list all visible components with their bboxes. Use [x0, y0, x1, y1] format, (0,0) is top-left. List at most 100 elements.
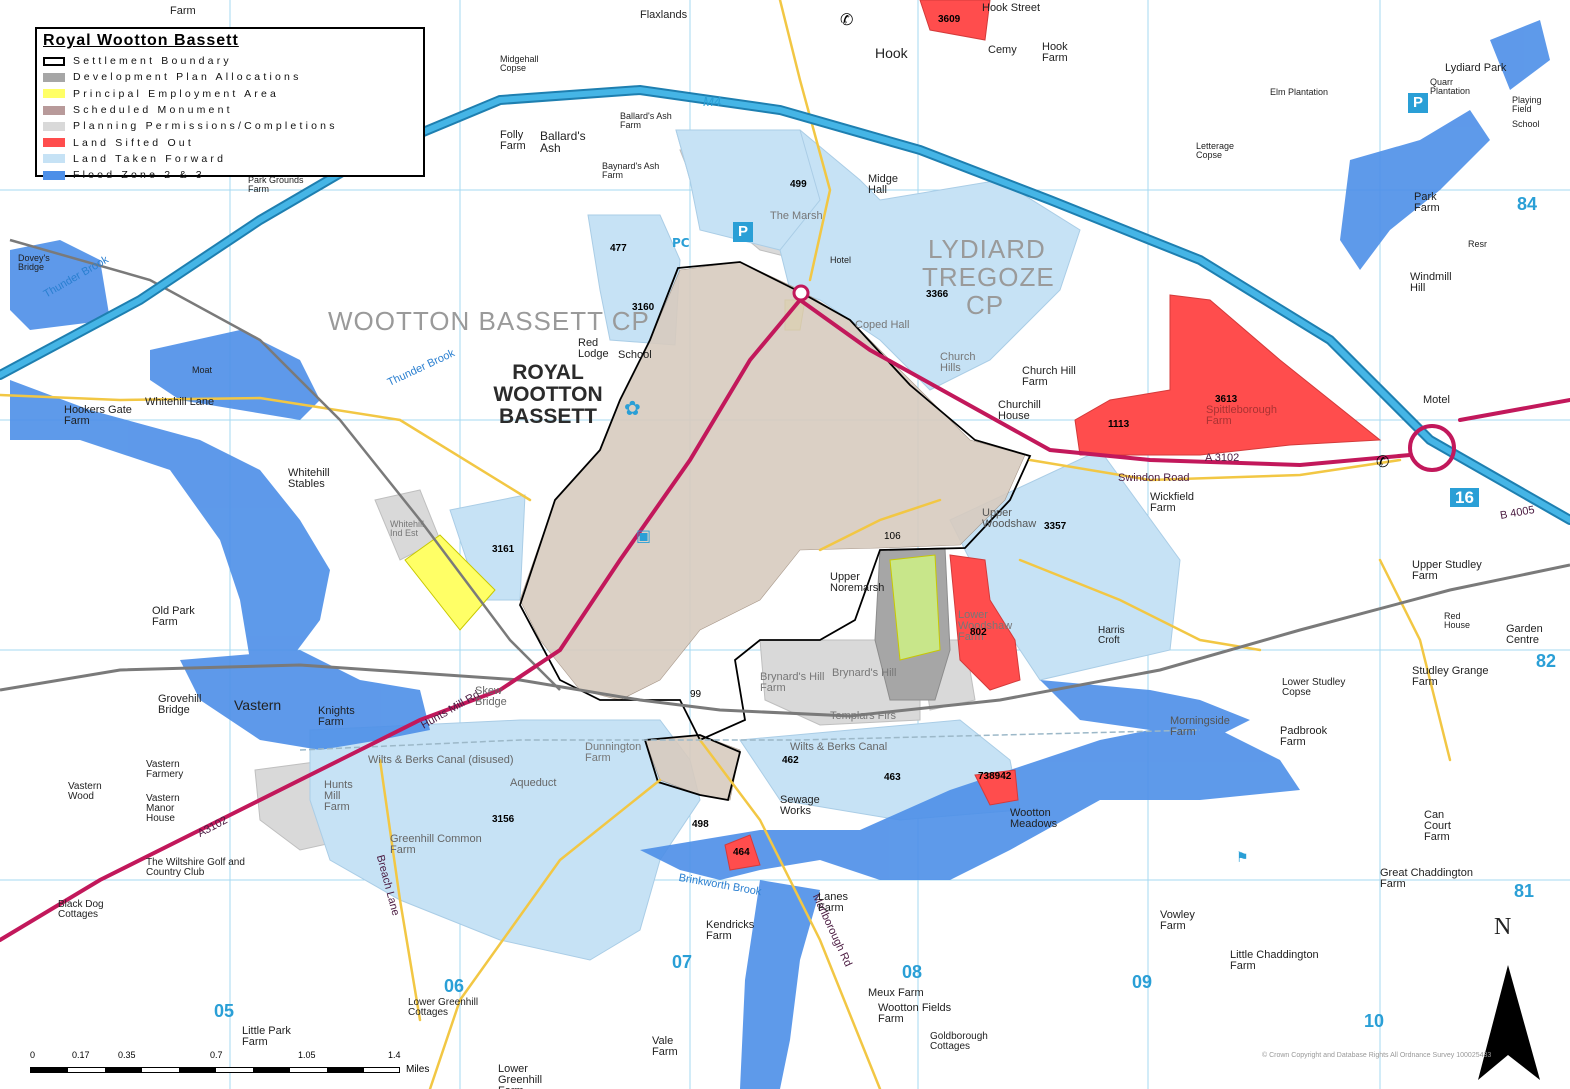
- telephone-icon: ✆: [840, 10, 854, 29]
- scale-tick: 1.05: [298, 1050, 316, 1060]
- place-label: Resr: [1468, 239, 1488, 249]
- grid-label: 82: [1536, 651, 1557, 671]
- site-label[interactable]: 3609: [938, 14, 961, 25]
- place-label: Church Hill Farm: [1022, 365, 1076, 388]
- a3102-east-label: A 3102: [1205, 452, 1240, 464]
- site-label[interactable]: 464: [733, 847, 750, 858]
- place-label: Hunts Mill Farm: [324, 779, 353, 813]
- junction-roundabout: [1408, 424, 1456, 472]
- a-roads: [0, 298, 1570, 942]
- place-label: Dunnington Farm: [585, 741, 642, 764]
- site-3156-area: [309, 719, 701, 961]
- place-label: Whitehill Ind Est: [390, 519, 425, 538]
- site-label[interactable]: 3156: [492, 814, 515, 825]
- place-label: Grovehill Bridge: [158, 693, 202, 716]
- site-label[interactable]: 106: [884, 531, 901, 542]
- legend-label: Land Sifted Out: [73, 136, 194, 149]
- place-label: Motel: [1423, 394, 1450, 406]
- site-label[interactable]: 3366: [926, 289, 949, 300]
- site-label[interactable]: 462: [782, 755, 799, 766]
- legend-swatch: [43, 105, 65, 115]
- site-label[interactable]: 498: [692, 819, 709, 830]
- legend-item-land-taken-forward: Land Taken Forward: [43, 151, 417, 167]
- place-label: Lower Woodshaw Farm: [958, 609, 1013, 643]
- place-label: Vale Farm: [652, 1035, 678, 1058]
- grid-label: 81: [1514, 881, 1535, 901]
- place-label: Cemy: [988, 44, 1017, 56]
- place-label: Meux Farm: [868, 987, 924, 999]
- place-label: Wickfield Farm: [1150, 491, 1195, 514]
- legend-label: Principal Employment Area: [73, 87, 280, 100]
- site-label[interactable]: 463: [884, 772, 901, 783]
- vastern-label: Vastern: [234, 697, 282, 713]
- legend-label: Planning Permissions/Completions: [73, 120, 338, 133]
- legend-item-scheduled-monument: Scheduled Monument: [43, 102, 417, 118]
- legend-swatch: [43, 56, 65, 66]
- place-label: Dovey's Bridge: [18, 253, 50, 272]
- minor-roads: [0, 0, 1452, 1089]
- site-label[interactable]: 3357: [1044, 521, 1067, 532]
- place-label: Hook: [875, 45, 908, 61]
- site-label[interactable]: 3160: [632, 302, 655, 313]
- site-label[interactable]: 99: [690, 689, 702, 700]
- legend-swatch: [43, 121, 65, 131]
- flag-icon: ⚑: [1236, 850, 1249, 866]
- place-label: Wootton Meadows: [1010, 807, 1058, 830]
- legend-label: Scheduled Monument: [73, 104, 233, 117]
- site-label[interactable]: 738942: [978, 771, 1012, 782]
- place-label: Lower Greenhill Cottages: [408, 997, 479, 1018]
- scale-tick: 1.4: [388, 1050, 401, 1060]
- legend-title: Royal Wootton Bassett: [43, 32, 239, 49]
- place-label: Lanes Farm: [818, 891, 848, 914]
- parking-icon: P: [1408, 93, 1428, 113]
- place-label: Coped Hall: [855, 319, 910, 331]
- place-label: Moat: [192, 365, 213, 375]
- site-label[interactable]: 499: [790, 179, 807, 190]
- cp-label-lydiard-3: CP: [966, 290, 1005, 320]
- place-label: Black Dog Cottages: [58, 899, 104, 920]
- canal-west-label: Wilts & Berks Canal (disused): [368, 754, 514, 766]
- place-label: Hook Farm: [1042, 41, 1068, 64]
- legend-label: Flood Zone 2 & 3: [73, 169, 205, 182]
- place-label: The Wiltshire Golf and Country Club: [146, 857, 245, 878]
- place-label: Brynard's Hill: [832, 667, 897, 679]
- picnic-site-icon: PC: [672, 236, 690, 250]
- place-label: Padbrook Farm: [1280, 725, 1328, 748]
- place-label: Park Farm: [1414, 191, 1440, 214]
- canal: [299, 729, 1201, 751]
- place-label: The Marsh: [770, 210, 823, 222]
- place-label: Lower Studley Copse: [1282, 677, 1346, 698]
- whitehill-lane-label: Whitehill Lane: [145, 396, 215, 408]
- visitor-attraction-icon: ✿: [624, 396, 641, 420]
- place-label: Garden Centre: [1506, 623, 1543, 646]
- legend: Royal Wootton Bassett Settlement Boundar…: [35, 27, 425, 181]
- place-label: Knights Farm: [318, 705, 355, 728]
- site-label[interactable]: 802: [970, 627, 987, 638]
- cp-label-lydiard-1: LYDIARD: [928, 234, 1046, 264]
- site-label[interactable]: 1113: [1108, 419, 1130, 430]
- canal-east-label: Wilts & Berks Canal: [790, 741, 888, 753]
- place-label: Midge Hall: [868, 173, 898, 196]
- site-label[interactable]: 3161: [492, 544, 515, 555]
- place-label: Upper Studley Farm: [1412, 559, 1482, 582]
- legend-swatch: [43, 138, 65, 148]
- cp-label-wootton: WOOTTON BASSETT CP: [328, 306, 650, 336]
- land-taken-forward-areas: [309, 129, 1181, 961]
- place-label: Whitehill Stables: [288, 467, 330, 490]
- place-label: Old Park Farm: [152, 605, 195, 628]
- scale-bar: 0 0.17 0.35 0.7 1.05 1.4 Miles: [30, 1050, 450, 1086]
- grid-label: 10: [1364, 1011, 1385, 1031]
- north-arrow-icon: [1478, 965, 1540, 1080]
- site-label[interactable]: 477: [610, 243, 627, 254]
- place-label: Red House: [1444, 611, 1471, 630]
- place-label: Playing Field: [1512, 95, 1542, 114]
- land-sifted-out-areas: [724, 0, 1382, 871]
- place-label: Elm Plantation: [1270, 87, 1329, 97]
- flood-zone-areas: [10, 20, 1550, 1089]
- grid-label: 08: [902, 962, 923, 982]
- place-label: Red Lodge: [578, 337, 609, 360]
- place-label: Midgehall Copse: [500, 54, 539, 73]
- site-label[interactable]: 3613: [1215, 394, 1238, 405]
- place-label: Upper Noremarsh: [830, 571, 885, 594]
